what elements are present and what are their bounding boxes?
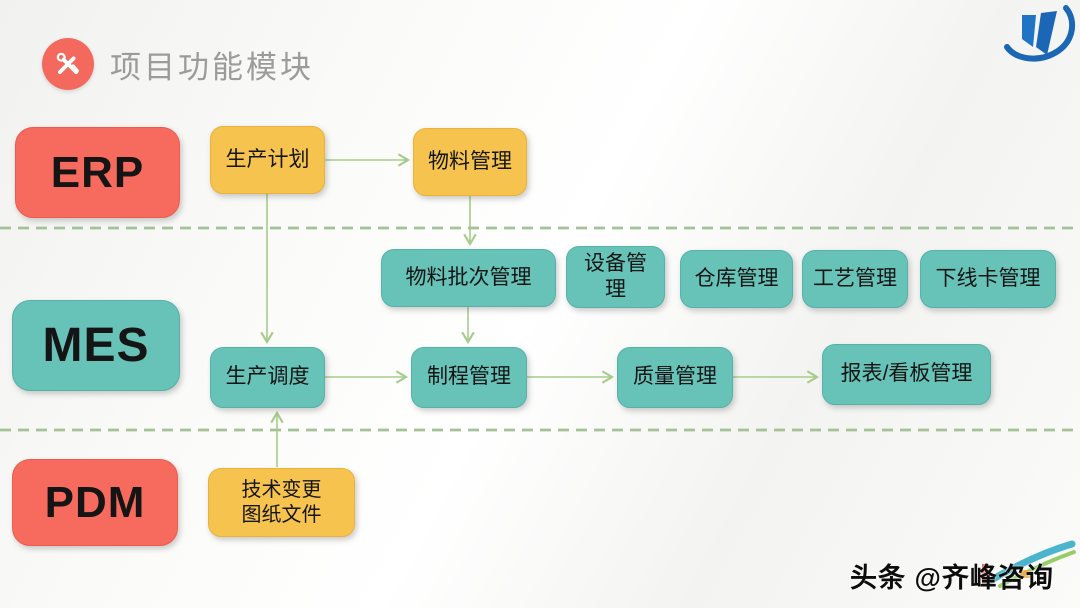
node-process-management: 制程管理 <box>411 347 527 408</box>
page-title: 项目功能模块 <box>110 49 314 85</box>
node-tech-change-drawing-files: 技术变更 图纸文件 <box>208 468 355 537</box>
layer-box-erp: ERP <box>15 127 180 218</box>
node-equipment-management: 设备管理 <box>566 246 665 308</box>
layer-box-mes: MES <box>12 300 180 391</box>
layer-label: ERP <box>50 148 145 197</box>
node-production-plan: 生产计划 <box>210 126 325 194</box>
node-warehouse-management: 仓库管理 <box>680 250 793 308</box>
slide-header: 项目功能模块 <box>42 38 314 90</box>
node-label: 物料批次管理 <box>405 265 532 289</box>
layer-label: PDM <box>44 478 146 527</box>
node-craft-management: 工艺管理 <box>802 250 908 308</box>
layer-label: MES <box>42 318 150 372</box>
node-report-kanban-management: 报表/看板管理 <box>822 344 991 405</box>
tools-icon <box>42 38 94 90</box>
node-material-batch-management: 物料批次管理 <box>381 249 556 307</box>
node-label: 生产调度 <box>225 365 310 389</box>
node-label: 工艺管理 <box>813 266 897 290</box>
node-label: 仓库管理 <box>694 266 779 290</box>
node-label: 物料管理 <box>428 149 512 173</box>
node-label: 报表/看板管理 <box>840 362 973 386</box>
watermark-logo-icon <box>960 524 1080 601</box>
node-label: 设备管理 <box>584 251 647 301</box>
node-quality-management: 质量管理 <box>617 347 733 408</box>
node-label: 质量管理 <box>633 365 717 389</box>
node-label: 生产计划 <box>225 147 310 171</box>
node-label-line1: 技术变更 <box>241 478 322 501</box>
node-material-management: 物料管理 <box>413 128 527 196</box>
node-production-scheduling: 生产调度 <box>210 347 325 408</box>
company-logo-icon <box>1000 2 1078 72</box>
watermark-text: 头条 @齐峰咨询 <box>850 563 1054 593</box>
node-label: 下线卡管理 <box>935 266 1041 290</box>
node-label-line2: 图纸文件 <box>241 503 322 526</box>
node-offline-card-management: 下线卡管理 <box>920 250 1056 308</box>
layer-box-pdm: PDM <box>12 459 178 546</box>
watermark: 头条 @齐峰咨询 <box>850 540 1076 602</box>
node-label: 制程管理 <box>427 365 511 389</box>
